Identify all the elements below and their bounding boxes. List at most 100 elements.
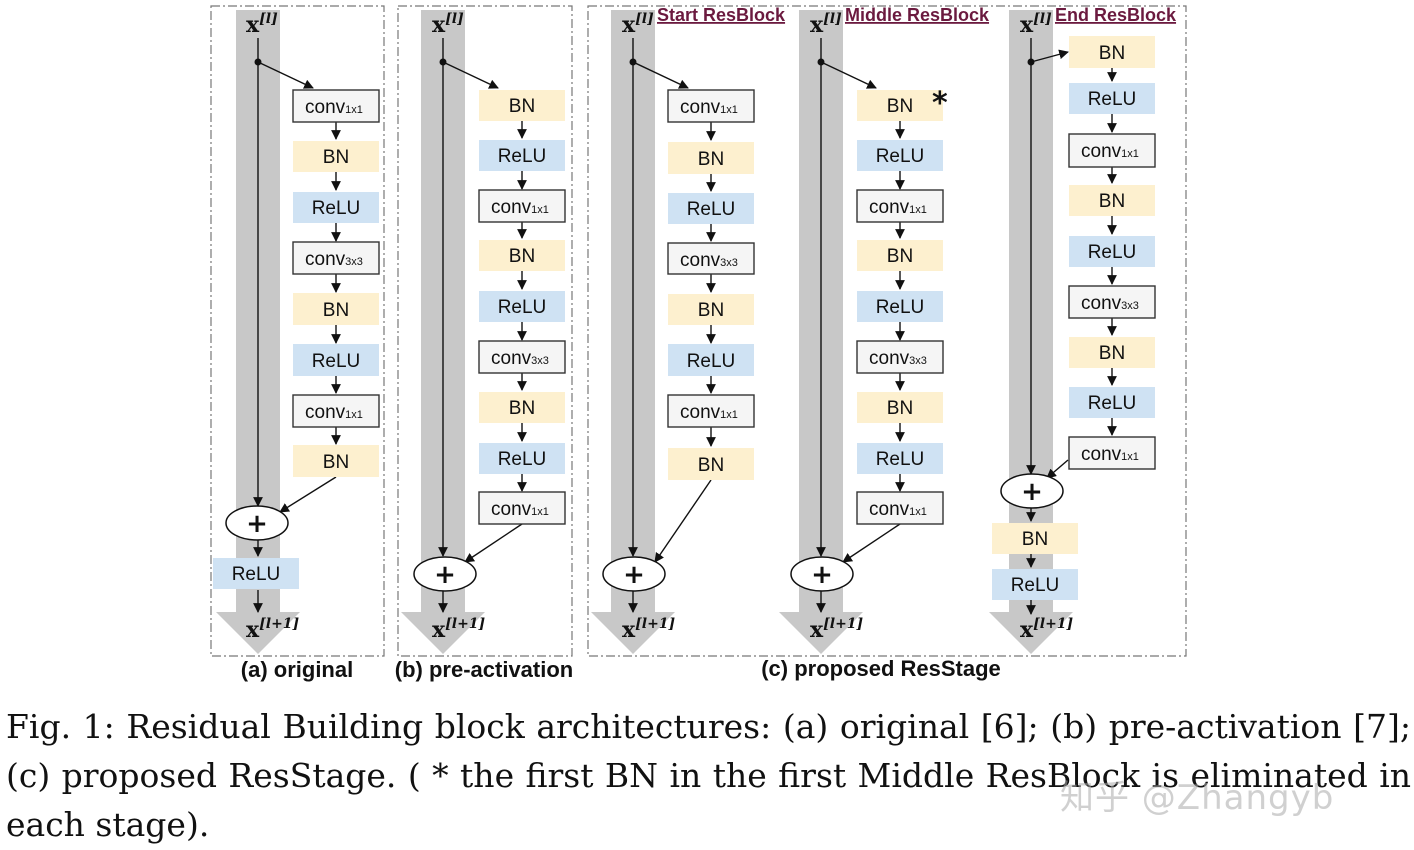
panel-c-frame	[587, 5, 1187, 657]
relu-box: ReLU	[857, 140, 943, 171]
output-x-middle: x[l+1]	[810, 616, 864, 643]
bn-label: BN	[698, 300, 724, 321]
conv3x3-box: conv3x3	[1068, 285, 1156, 319]
relu-label: ReLU	[498, 449, 547, 470]
bn-box: BN	[1069, 185, 1155, 216]
branch-dot-b	[439, 58, 447, 66]
conv1x1-box: conv1x1	[856, 189, 944, 223]
relu-box: ReLU	[992, 569, 1078, 600]
bn-label: BN	[887, 246, 913, 267]
bn-label: BN	[323, 452, 349, 473]
relu-box: ReLU	[668, 344, 754, 376]
relu-label: ReLU	[1088, 89, 1137, 110]
bn-box: BN	[857, 392, 943, 423]
figure-caption: Fig. 1: Residual Building block architec…	[6, 707, 1411, 844]
relu-box: ReLU	[293, 192, 379, 223]
panel-a-label: (a) original	[241, 657, 353, 682]
panel-frames	[210, 5, 1187, 657]
end-resblock-title: End ResBlock	[1055, 5, 1177, 25]
conv1x1-label: conv1x1	[305, 97, 363, 118]
branch-dots	[254, 58, 1035, 66]
asterisk-mark: *	[932, 86, 948, 121]
relu-label: ReLU	[687, 351, 736, 372]
conv1x1-label: conv1x1	[680, 402, 738, 423]
panel-a: x[l] conv1x1 BN ReLU conv3x3 BN ReLU con…	[213, 11, 380, 682]
connectors	[253, 38, 1117, 615]
relu-box: ReLU	[479, 140, 565, 171]
conv3x3-label: conv3x3	[305, 249, 363, 270]
bn-box: BN	[992, 523, 1078, 554]
output-x-b: x[l+1]	[432, 616, 486, 643]
bn-label: BN	[698, 149, 724, 170]
bn-box: BN	[668, 294, 754, 325]
plus-symbol: +	[434, 560, 456, 590]
conv1x1-box: conv1x1	[1068, 436, 1156, 470]
conv1x1-label: conv1x1	[869, 499, 927, 520]
relu-box: ReLU	[479, 291, 565, 322]
bn-label: BN	[323, 147, 349, 168]
relu-label: ReLU	[312, 351, 361, 372]
panel-a-frame	[210, 5, 385, 657]
input-x-b: x[l]	[432, 11, 464, 38]
bn-box: BN	[857, 240, 943, 271]
conv3x3-box: conv3x3	[478, 340, 566, 374]
conv1x1-box: conv1x1	[292, 89, 380, 123]
conv1x1-label: conv1x1	[491, 499, 549, 520]
conv1x1-label: conv1x1	[680, 97, 738, 118]
relu-label: ReLU	[232, 564, 281, 585]
panel-c-end: x[l] End ResBlock BN ReLU conv1x1 BN ReL…	[992, 5, 1177, 643]
relu-box: ReLU	[1069, 83, 1155, 114]
conv1x1-box: conv1x1	[292, 394, 380, 428]
panel-b: x[l] BN ReLU conv1x1 BN ReLU conv3x3 BN	[395, 11, 573, 682]
bn-box: BN	[293, 293, 379, 325]
relu-box: ReLU	[1069, 387, 1155, 418]
conv1x1-box: conv1x1	[856, 491, 944, 525]
panel-c-start: x[l] Start ResBlock conv1x1 BN ReLU conv…	[602, 5, 786, 643]
conv1x1-box: conv1x1	[667, 394, 755, 428]
add-node: +	[1000, 473, 1064, 509]
bn-box: BN	[1069, 337, 1155, 368]
plus-symbol: +	[623, 560, 645, 590]
relu-label: ReLU	[1011, 575, 1060, 596]
plus-symbol: +	[1021, 477, 1043, 507]
relu-box: ReLU	[857, 291, 943, 322]
relu-label: ReLU	[1088, 242, 1137, 263]
input-x-start: x[l]	[622, 11, 654, 38]
input-x-a: x[l]	[246, 11, 278, 38]
input-x-end: x[l]	[1020, 11, 1052, 38]
conv3x3-box: conv3x3	[856, 340, 944, 374]
plus-symbol: +	[811, 560, 833, 590]
relu-label: ReLU	[312, 198, 361, 219]
bn-label: BN	[1099, 43, 1125, 64]
add-node: +	[225, 505, 289, 541]
conv1x1-box: conv1x1	[478, 189, 566, 223]
relu-label: ReLU	[498, 297, 547, 318]
bn-box: BN	[668, 448, 754, 480]
bn-box: BN	[1069, 36, 1155, 68]
conv1x1-label: conv1x1	[491, 197, 549, 218]
relu-label: ReLU	[687, 199, 736, 220]
relu-label: ReLU	[1088, 393, 1137, 414]
conv3x3-label: conv3x3	[869, 348, 927, 369]
relu-label: ReLU	[876, 449, 925, 470]
panel-c-label: (c) proposed ResStage	[761, 656, 1001, 681]
panel-b-frame	[397, 5, 573, 657]
relu-box: ReLU	[1069, 236, 1155, 267]
conv1x1-label: conv1x1	[305, 402, 363, 423]
bn-box: BN	[668, 142, 754, 174]
conv3x3-label: conv3x3	[680, 250, 738, 271]
conv1x1-label: conv1x1	[869, 197, 927, 218]
bn-label: BN	[698, 455, 724, 476]
panel-b-label: (b) pre-activation	[395, 657, 573, 682]
branch-dot-a	[254, 58, 262, 66]
bn-label: BN	[509, 398, 535, 419]
branch-dot-end	[1027, 58, 1035, 66]
add-node: +	[602, 556, 666, 592]
add-node: +	[790, 556, 854, 592]
output-x-start: x[l+1]	[622, 616, 676, 643]
bn-label: BN	[509, 246, 535, 267]
bn-label: BN	[1099, 191, 1125, 212]
conv1x1-box: conv1x1	[667, 89, 755, 123]
conv1x1-label: conv1x1	[1081, 444, 1139, 465]
